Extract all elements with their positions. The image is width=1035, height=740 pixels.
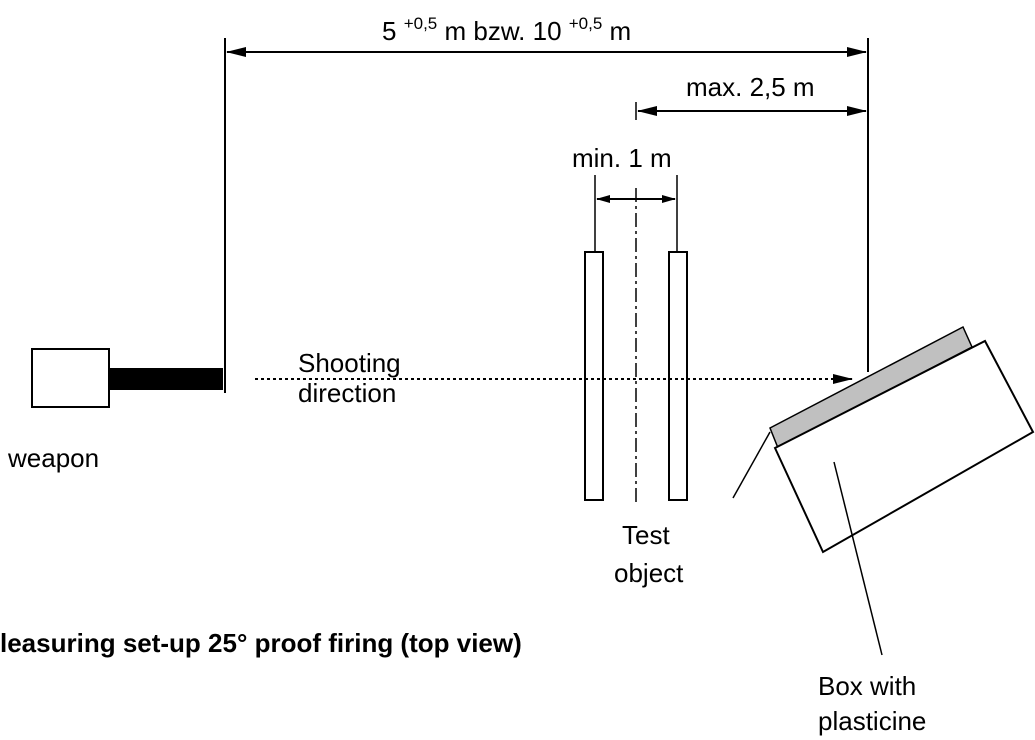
- weapon-body: [31, 348, 110, 408]
- figure-caption: leasuring set-up 25° proof firing (top v…: [0, 628, 522, 658]
- total-distance-label: 5 +0,5 m bzw. 10 +0,5 m: [382, 14, 631, 46]
- test-object-label-2: object: [614, 558, 684, 588]
- box-leader: [833, 461, 883, 656]
- weapon: [31, 348, 223, 408]
- weapon-label: weapon: [7, 443, 99, 473]
- shooting-direction-label: Shooting: [298, 348, 401, 378]
- box-label: Box with: [818, 671, 916, 701]
- plasticine-box: [732, 325, 1035, 656]
- shooting-direction-label-2: direction: [298, 378, 396, 408]
- plate-right: [668, 251, 688, 501]
- box-label-2: plasticine: [818, 706, 926, 736]
- plasticine-leader: [732, 431, 771, 499]
- test-object-label: Test: [622, 520, 670, 550]
- test-object: [584, 175, 688, 505]
- max-distance-label: max. 2,5 m: [686, 72, 815, 102]
- min-spacing-label: min. 1 m: [572, 143, 672, 173]
- box-body: [773, 339, 1035, 554]
- plate-left: [584, 251, 604, 501]
- weapon-barrel: [109, 368, 223, 390]
